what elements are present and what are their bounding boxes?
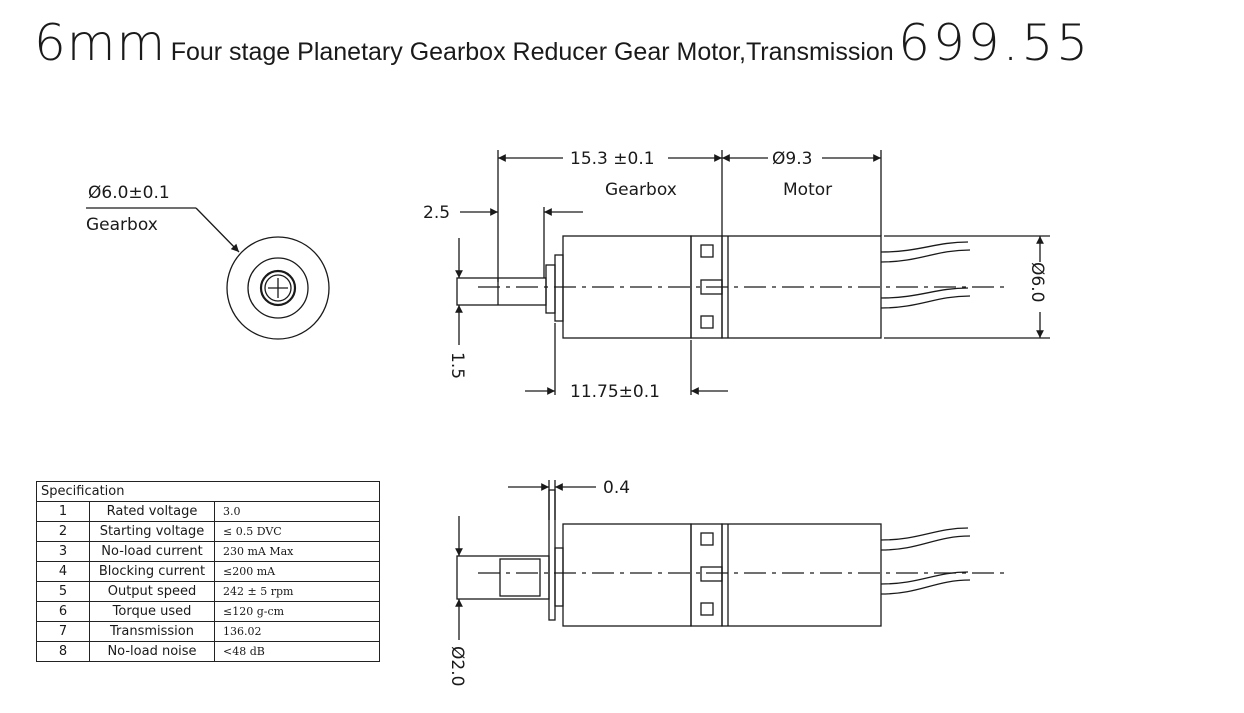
row-number: 3	[36, 541, 90, 562]
output-shaft	[456, 277, 547, 306]
leader-arrow	[195, 207, 240, 253]
flange	[545, 264, 556, 314]
shaft-boss-circle	[259, 269, 297, 307]
gearbox-ring	[690, 523, 723, 627]
tab-square	[700, 532, 714, 546]
flat-height-label: 1.5	[447, 352, 467, 379]
row-parameter: Transmission	[89, 621, 215, 642]
output-shaft	[456, 555, 550, 600]
wire	[880, 535, 971, 551]
gearbox-body	[562, 523, 692, 627]
title-size: 6mm	[34, 14, 167, 72]
bottom-view: 0.4 Ø2.0	[447, 478, 1008, 686]
gearbox-outer-circle	[226, 236, 330, 340]
shaft-circle	[264, 274, 292, 302]
flange-step	[554, 547, 564, 607]
table-row: 4 Blocking current ≤200 mA	[36, 561, 380, 582]
shaft-collar	[499, 558, 541, 597]
tab-square	[700, 602, 714, 616]
title-description: Four stage Planetary Gearbox Reducer Gea…	[170, 38, 894, 66]
wire	[880, 249, 971, 263]
body-diameter-label: Ø6.0	[1027, 262, 1047, 302]
table-row: 1 Rated voltage 3.0	[36, 501, 380, 522]
row-value: <48 dB	[214, 641, 380, 662]
row-parameter: Blocking current	[89, 561, 215, 582]
table-row: 2 Starting voltage ≤ 0.5 DVC	[36, 521, 380, 542]
end-view-part-label: Gearbox	[86, 215, 158, 235]
gearbox-inner-circle	[247, 257, 309, 319]
wire	[880, 527, 969, 541]
gearbox-length-label: 15.3 ±0.1	[570, 149, 655, 169]
row-parameter: Starting voltage	[89, 521, 215, 542]
motor-label: Motor	[783, 180, 832, 200]
motor-length-label: Ø9.3	[772, 149, 812, 169]
row-value: ≤120 g-cm	[214, 601, 380, 622]
row-number: 7	[36, 621, 90, 642]
page-title: 6mm Four stage Planetary Gearbox Reducer…	[34, 14, 1091, 72]
row-number: 4	[36, 561, 90, 582]
title-ratio: 699.55	[898, 14, 1092, 72]
row-value: 3.0	[214, 501, 380, 522]
row-value: ≤ 0.5 DVC	[214, 521, 380, 542]
table-row: 5 Output speed 242 ± 5 rpm	[36, 581, 380, 602]
tab-square	[700, 244, 714, 258]
flange-thickness-label: 0.4	[603, 478, 630, 498]
end-view: Ø6.0±0.1 Gearbox	[86, 183, 330, 340]
row-parameter: Torque used	[89, 601, 215, 622]
wire	[880, 579, 971, 595]
table-row: 3 No-load current 230 mA Max	[36, 541, 380, 562]
row-number: 5	[36, 581, 90, 602]
row-value: 230 mA Max	[214, 541, 380, 562]
wire	[880, 241, 969, 253]
shaft-diameter-label: Ø2.0	[447, 646, 467, 686]
row-value: 242 ± 5 rpm	[214, 581, 380, 602]
row-number: 1	[36, 501, 90, 522]
flange-step	[554, 254, 564, 322]
side-view: 15.3 ±0.1 Gearbox Ø9.3 Motor 2.5	[423, 149, 1050, 402]
table-row: 8 No-load noise <48 dB	[36, 641, 380, 662]
row-value: ≤200 mA	[214, 561, 380, 582]
row-number: 2	[36, 521, 90, 542]
row-parameter: Rated voltage	[89, 501, 215, 522]
row-parameter: No-load noise	[89, 641, 215, 662]
table-title: Specification	[36, 481, 380, 502]
shaft-length-label: 2.5	[423, 203, 450, 223]
row-number: 8	[36, 641, 90, 662]
wire	[880, 295, 971, 309]
table-row: 6 Torque used ≤120 g-cm	[36, 601, 380, 622]
row-number: 6	[36, 601, 90, 622]
wire	[880, 571, 969, 585]
row-value: 136.02	[214, 621, 380, 642]
table-header-row: Specification	[36, 481, 380, 502]
row-parameter: No-load current	[89, 541, 215, 562]
wire	[880, 287, 969, 299]
row-parameter: Output speed	[89, 581, 215, 602]
end-view-diameter-label: Ø6.0±0.1	[88, 183, 170, 203]
tab-square	[700, 315, 714, 329]
table-row: 7 Transmission 136.02	[36, 621, 380, 642]
flange	[548, 489, 556, 621]
gearbox-body-length-label: 11.75±0.1	[570, 382, 660, 402]
motor-body	[721, 523, 882, 627]
tab-slot	[700, 566, 723, 582]
specification-table: Specification 1 Rated voltage 3.0 2 Star…	[36, 481, 380, 662]
gearbox-label: Gearbox	[605, 180, 677, 200]
